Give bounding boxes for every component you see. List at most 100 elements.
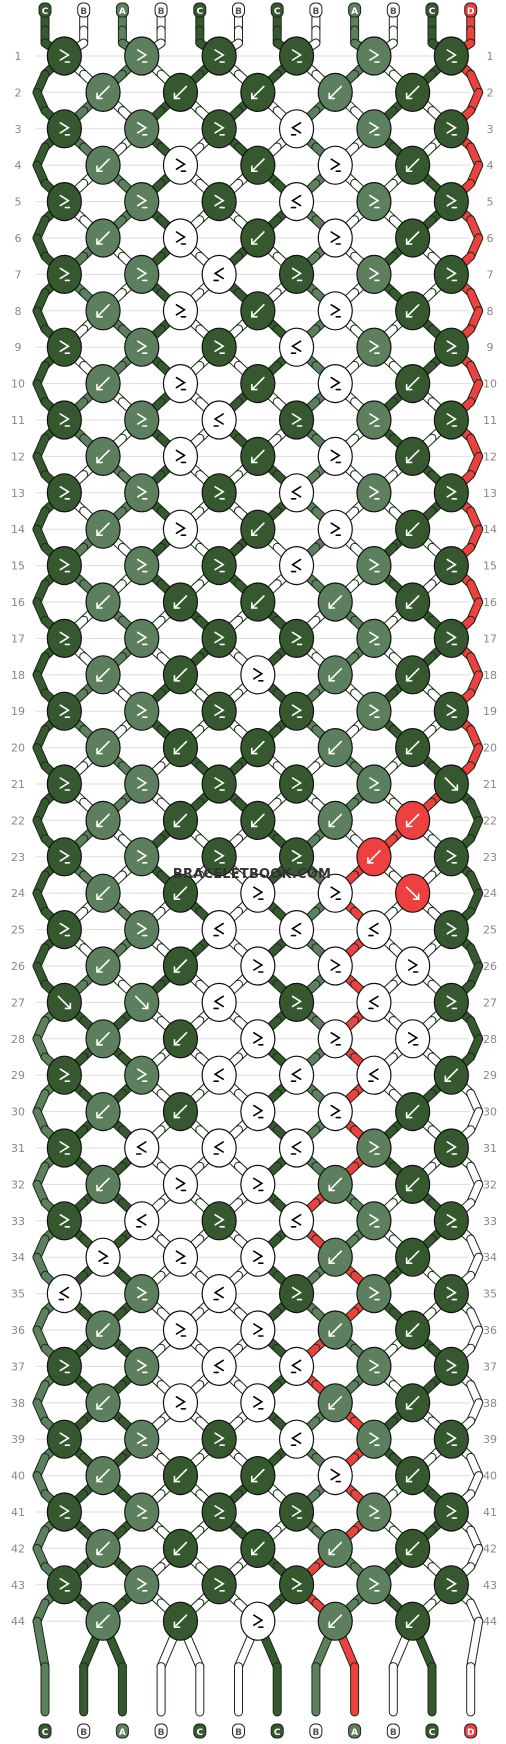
knot [317,436,353,476]
knot-body [201,1346,237,1387]
knot-body [278,837,315,877]
knot-arrow-icon [59,704,71,718]
knot [201,1492,237,1532]
strand [467,1617,483,1671]
knot [201,1419,237,1459]
knot [162,655,199,695]
knot [124,327,160,367]
row-label-right: 44 [483,1615,497,1628]
knot [395,1237,431,1277]
knot [124,618,160,659]
knot [278,327,315,367]
knot-body [317,1019,353,1059]
knot-body [433,1492,469,1532]
knot-arrow-icon [96,231,110,245]
knot-body [278,182,315,222]
knot-body [433,109,469,149]
knot-body [278,473,315,513]
row-label-left: 28 [11,1033,25,1046]
knot-arrow-icon [136,631,148,646]
knot-arrow-icon [369,413,380,427]
knot-body [124,1055,160,1095]
knot [278,1419,315,1459]
knot-body [433,36,469,76]
knot-body [278,618,315,659]
knot [46,473,82,513]
knot-arrow-icon [136,1578,148,1592]
knot-arrow-icon [173,1104,188,1119]
knot-arrow-icon [213,1068,224,1082]
knot-body [433,691,469,731]
knot-body [124,400,160,440]
knot [395,946,431,986]
row-label-left: 32 [11,1178,25,1191]
knot-body [124,109,160,149]
knot-arrow-icon [59,413,71,427]
knot-arrow-icon [59,1505,71,1519]
knot-body [162,436,199,476]
row-label-right: 18 [483,669,497,682]
knot-body [162,1383,199,1423]
knot-arrow-icon [96,1614,110,1628]
knot-arrow-icon [290,1359,302,1374]
row-label-left: 36 [11,1324,25,1337]
row-label-right: 37 [483,1360,497,1373]
knot-arrow-icon [330,886,342,900]
knot [201,1055,237,1095]
knot-arrow-icon [405,813,420,828]
string-label-bottom-tag [115,1723,129,1739]
knot-body [124,1128,160,1168]
knot-arrow-icon [290,1432,302,1446]
strand [33,1617,49,1671]
knot [240,582,276,622]
knot-arrow-icon [135,1214,147,1228]
knot-body [278,1273,315,1314]
knot-arrow-icon [369,777,380,791]
knot-body [240,1091,276,1132]
knot-body [433,545,469,586]
row-label-left: 30 [11,1106,25,1119]
knot [162,1601,199,1641]
knot-arrow-icon [291,267,303,282]
knot [240,655,276,695]
knot-arrow-icon [369,558,380,573]
knot-body [201,327,237,367]
knot-body [278,982,315,1023]
knot-body [201,1201,237,1241]
knot-arrow-icon [330,376,342,391]
knot-body [240,1383,276,1423]
knot [240,218,276,258]
knot-body [433,182,469,222]
knot [395,509,431,549]
knot-arrow-icon [213,995,224,1010]
knot [85,1528,121,1569]
knot-body [433,1346,469,1387]
knot [317,1237,353,1277]
knot-arrow-icon [407,959,419,973]
knot-arrow-icon [136,850,148,864]
knot [85,1310,121,1350]
knot-arrow-icon [405,886,420,900]
knot [395,1601,431,1641]
knot [278,764,315,804]
knot [124,837,160,877]
knot-arrow-icon [214,1214,225,1228]
string-label-bottom-tag [77,1723,91,1739]
knot-arrow-icon [213,267,224,282]
knot [124,1492,160,1532]
knot [46,36,82,76]
knot [356,764,392,804]
knot-arrow-icon [369,1141,380,1155]
knot [395,655,431,695]
knot-arrow-icon [291,1505,303,1519]
knot-body [278,691,315,731]
knot-arrow-icon [213,1141,224,1155]
string-label-top-tag [115,2,129,18]
knot-arrow-icon [253,668,264,682]
knot-arrow-icon [369,340,380,354]
knot [124,1346,160,1387]
knot-arrow-icon [407,1032,419,1046]
knot [317,1383,353,1423]
knot-arrow-icon [96,1541,110,1556]
